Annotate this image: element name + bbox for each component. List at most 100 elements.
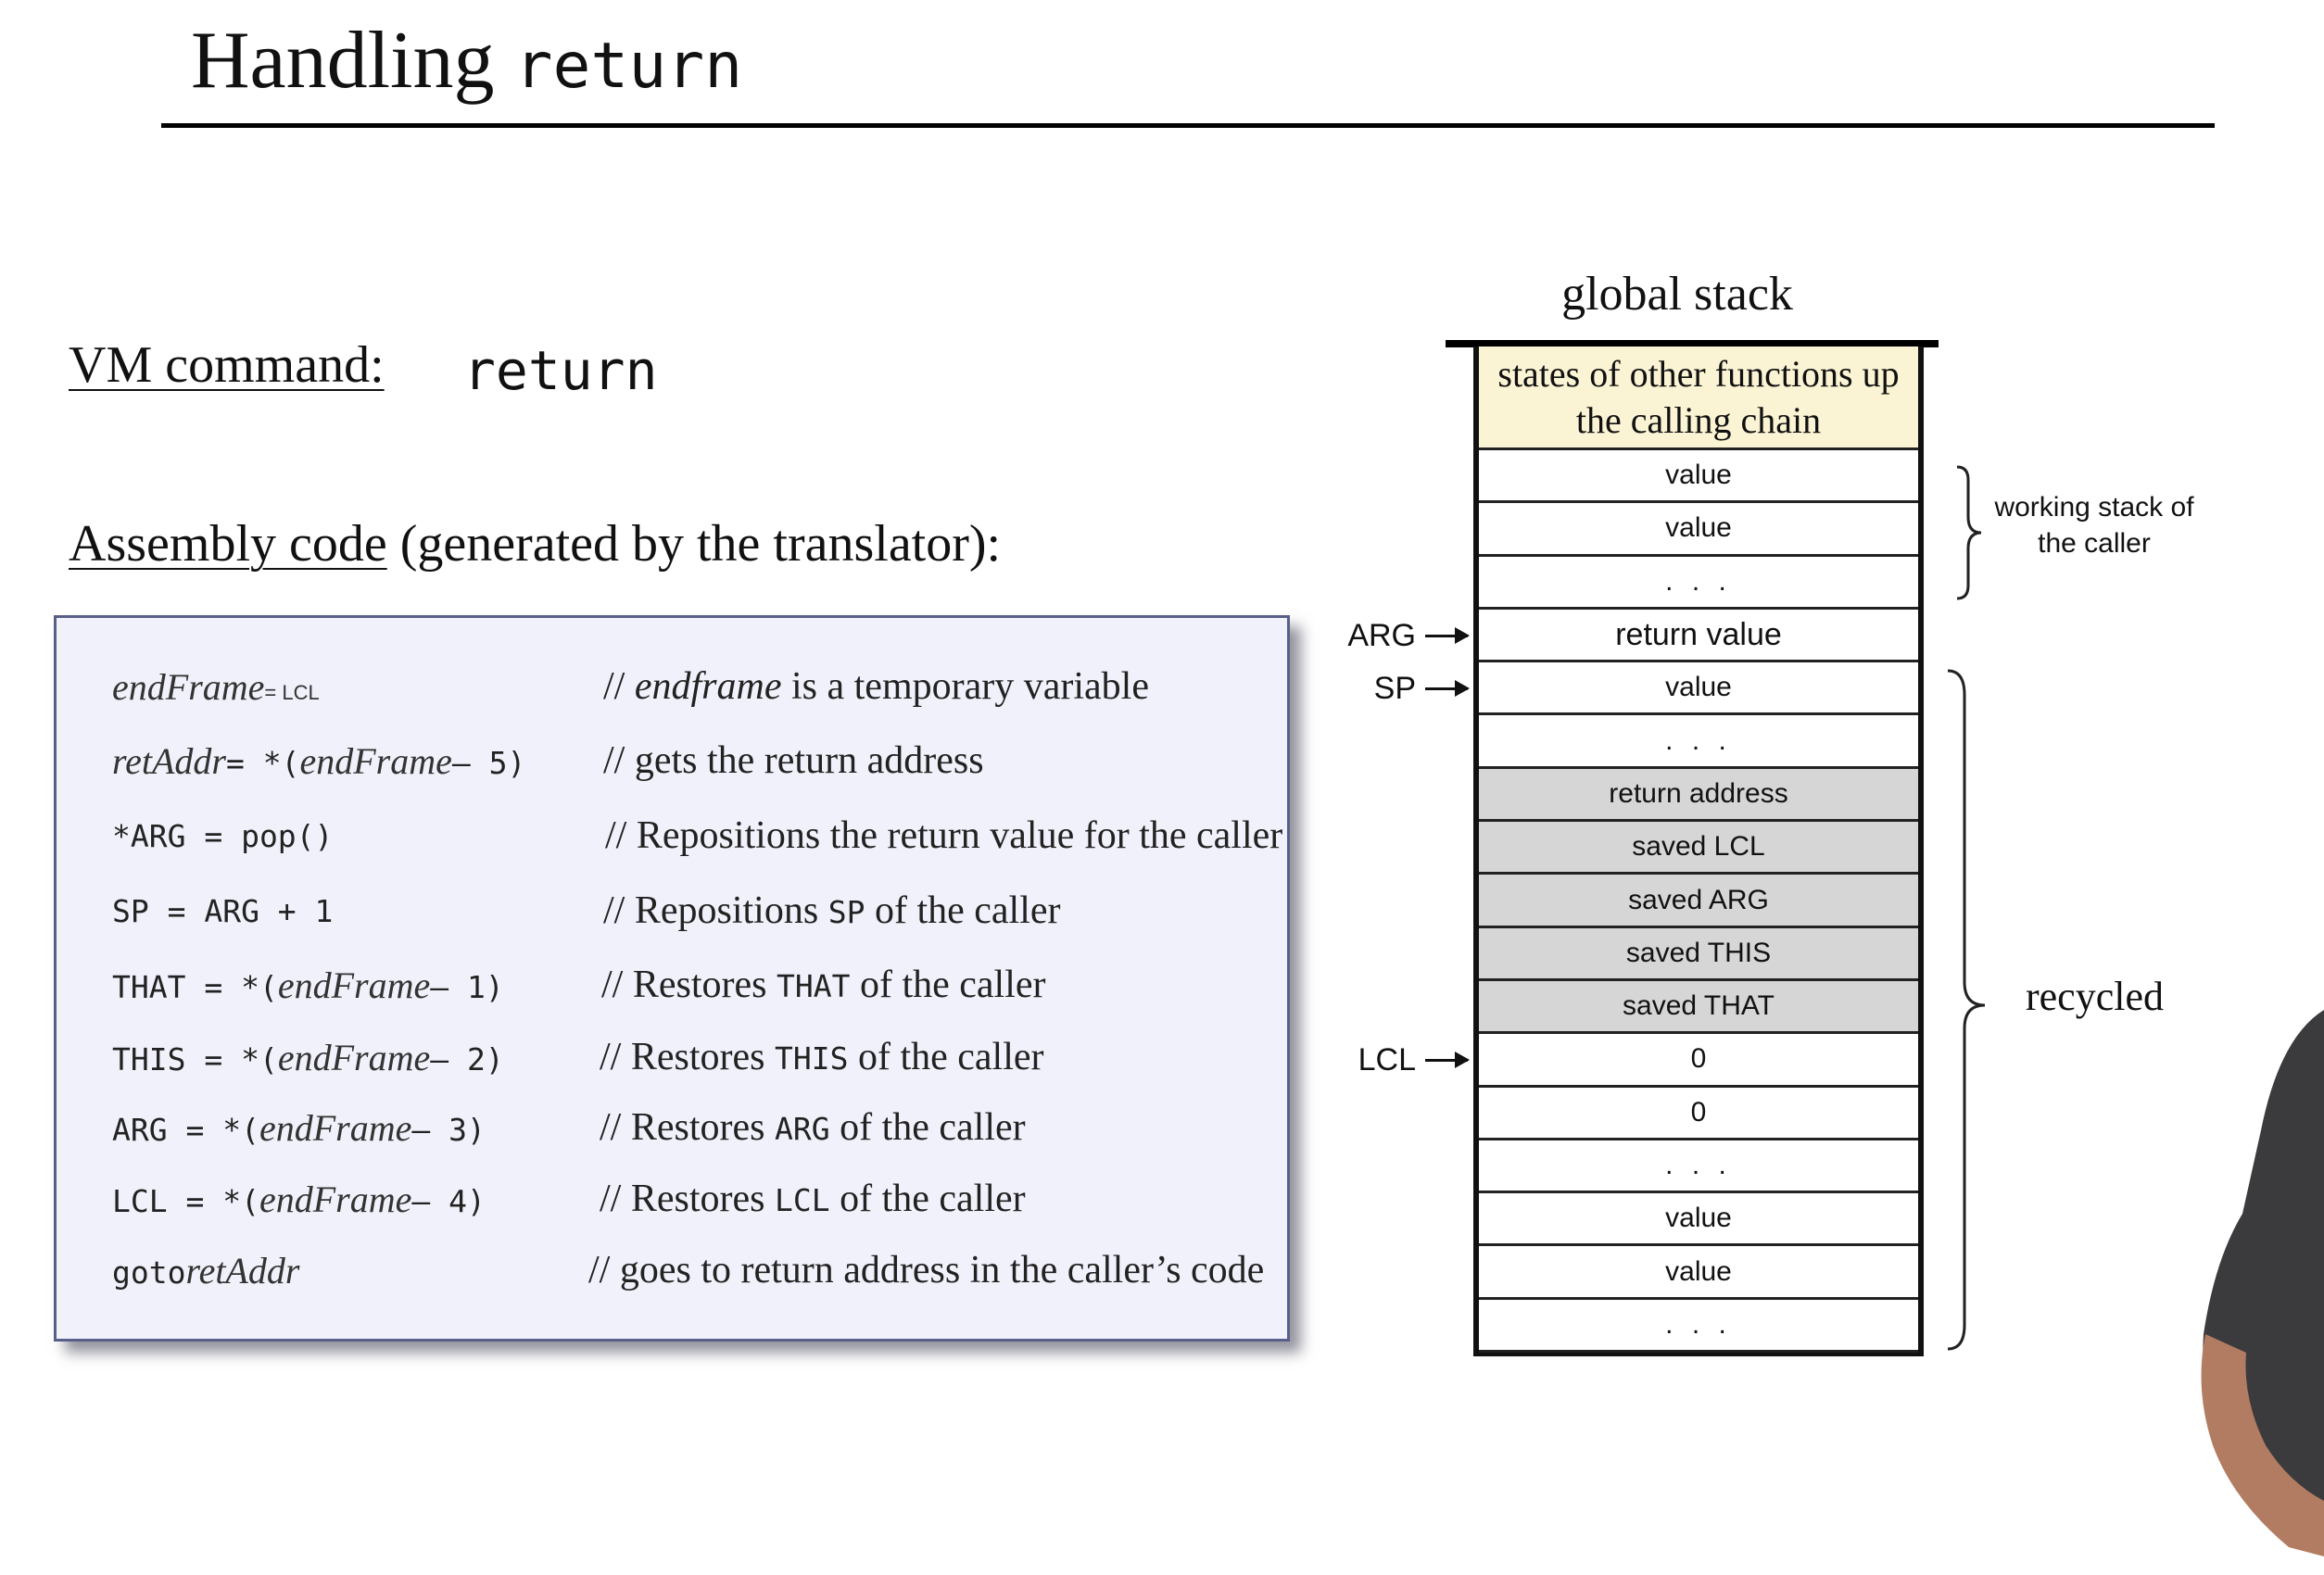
- vm-command-value: return: [463, 339, 658, 402]
- code-token: endFrame: [277, 1036, 431, 1078]
- comment-token: SP: [827, 894, 865, 930]
- comment-token: // Restores: [601, 964, 777, 1006]
- comment-token: // Restores: [600, 1178, 775, 1220]
- stack-cell: saved ARG: [1479, 875, 1918, 928]
- arg-pointer: ARG: [1347, 618, 1470, 654]
- code-token: – 3): [411, 1111, 486, 1148]
- code-comment: // Restores ARG of the caller: [600, 1105, 1026, 1150]
- code-comment: // gets the return address: [603, 738, 984, 783]
- stack-cell: saved THAT: [1479, 980, 1918, 1035]
- vm-command-label: VM command:: [69, 336, 385, 394]
- code-token: goto: [112, 1254, 186, 1291]
- comment-token: of the caller: [848, 1036, 1044, 1078]
- stack-cell: 0: [1479, 1034, 1918, 1088]
- comment-token: // gets the return address: [603, 739, 984, 782]
- title-divider: [161, 123, 2215, 128]
- code-comment: // Restores THIS of the caller: [600, 1035, 1044, 1079]
- assembly-heading: Assembly code (generated by the translat…: [69, 514, 1001, 573]
- comment-token: ARG: [774, 1111, 830, 1147]
- assembly-code-box: endFrame = LCL // endframe is a temporary…: [54, 615, 1290, 1342]
- lcl-pointer-label: LCL: [1358, 1042, 1416, 1078]
- stack-cell: . . .: [1479, 1300, 1918, 1354]
- code-comment: // Repositions the return value for the …: [605, 813, 1282, 858]
- recycled-brace: [1947, 669, 1986, 1351]
- presenter-video: [2201, 1010, 2324, 1556]
- code-token: – 4): [411, 1182, 486, 1219]
- comment-token: THIS: [774, 1040, 849, 1077]
- code-line: endFrame = LCL // endframe is a temporary…: [112, 659, 1289, 714]
- code-token: endFrame: [299, 739, 452, 782]
- code-token: – 2): [430, 1040, 504, 1077]
- comment-token: is a temporary variable: [781, 665, 1149, 708]
- stack-cell-calling-chain: states of other functions up the calling…: [1479, 346, 1918, 450]
- comment-token: // Restores: [600, 1106, 775, 1149]
- code-statement: goto retAddr: [112, 1249, 299, 1292]
- code-token: = *(: [225, 744, 300, 781]
- code-line: LCL = *(endFrame – 4) // Restores LCL of …: [112, 1171, 1289, 1227]
- stack-cell: value: [1479, 1193, 1918, 1247]
- arg-pointer-label: ARG: [1347, 618, 1416, 654]
- code-statement: LCL = *(endFrame – 4): [112, 1178, 486, 1221]
- comment-token: // Restores: [600, 1036, 775, 1078]
- arrow-right-icon: [1425, 1052, 1470, 1069]
- comment-token: of the caller: [865, 889, 1061, 932]
- comment-token: // Repositions the return value for the …: [605, 814, 1283, 857]
- assembly-heading-rest: (generated by the translator):: [386, 515, 1002, 573]
- code-token: THIS = *(: [112, 1040, 278, 1077]
- stack-cell: . . .: [1479, 715, 1918, 769]
- working-stack-label: working stack of the caller: [1994, 492, 2194, 559]
- code-comment: // goes to return address in the caller’…: [588, 1248, 1264, 1292]
- arrow-right-icon: [1425, 627, 1470, 645]
- code-line: goto retAddr // goes to return address in…: [112, 1242, 1289, 1298]
- stack-top-bar: [1446, 340, 1939, 347]
- slide-title: Handling return: [191, 16, 743, 107]
- comment-token: of the caller: [829, 1178, 1026, 1220]
- code-comment: // Repositions SP of the caller: [603, 888, 1061, 933]
- stack-title: global stack: [1561, 268, 1793, 321]
- recycled-label: recycled: [2026, 974, 2164, 1019]
- code-line: *ARG = pop() // Repositions the return va…: [112, 808, 1289, 863]
- stack-cell: saved THIS: [1479, 927, 1918, 981]
- stack-cell: 0: [1479, 1088, 1918, 1140]
- comment-token: of the caller: [850, 964, 1046, 1006]
- code-line: retAddr = *(endFrame – 5) // gets the ret…: [112, 733, 1289, 788]
- code-statement: THAT = *(endFrame – 1): [112, 964, 504, 1007]
- title-keyword: return: [514, 30, 743, 103]
- code-statement: retAddr = *(endFrame – 5): [112, 739, 525, 783]
- code-line: SP = ARG + 1 // Repositions SP of the cal…: [112, 883, 1289, 939]
- code-token: endFrame: [259, 1106, 412, 1149]
- stack-cell: value: [1479, 503, 1918, 557]
- stack-cell: . . .: [1479, 557, 1918, 610]
- code-statement: *ARG = pop(): [112, 818, 333, 854]
- stack-cell: return address: [1479, 768, 1918, 823]
- lcl-pointer: LCL: [1358, 1042, 1470, 1078]
- comment-token: LCL: [774, 1182, 830, 1218]
- code-token: endFrame: [277, 964, 431, 1006]
- code-comment: // Restores LCL of the caller: [600, 1177, 1026, 1221]
- code-line: ARG = *(endFrame – 3) // Restores ARG of …: [112, 1100, 1289, 1155]
- code-token: – 1): [430, 968, 504, 1005]
- comment-token: // goes to return address in the caller’…: [588, 1249, 1265, 1292]
- stack-cell: . . .: [1479, 1140, 1918, 1194]
- code-token: endFrame: [112, 665, 265, 708]
- arrow-right-icon: [1425, 680, 1470, 698]
- comment-token: endframe: [634, 665, 782, 708]
- comment-token: //: [603, 665, 635, 708]
- code-statement: endFrame = LCL: [112, 665, 320, 709]
- stack-cell: saved LCL: [1479, 822, 1918, 876]
- global-stack: states of other functions up the calling…: [1473, 346, 1924, 1357]
- comment-token: of the caller: [829, 1106, 1026, 1149]
- code-token: THAT = *(: [112, 968, 278, 1005]
- stack-cell: value: [1479, 1246, 1918, 1300]
- code-token: SP = ARG + 1: [112, 892, 334, 929]
- code-token: retAddr: [112, 739, 226, 782]
- code-token: retAddr: [185, 1249, 300, 1292]
- code-token: endFrame: [259, 1178, 412, 1220]
- code-token: ARG = *(: [112, 1111, 259, 1148]
- stack-cell: value: [1479, 662, 1918, 716]
- title-text: Handling: [191, 16, 495, 106]
- code-statement: THIS = *(endFrame – 2): [112, 1036, 504, 1079]
- code-comment: // endframe is a temporary variable: [603, 664, 1149, 709]
- code-token: = LCL: [264, 680, 320, 704]
- stack-cell: value: [1479, 450, 1918, 504]
